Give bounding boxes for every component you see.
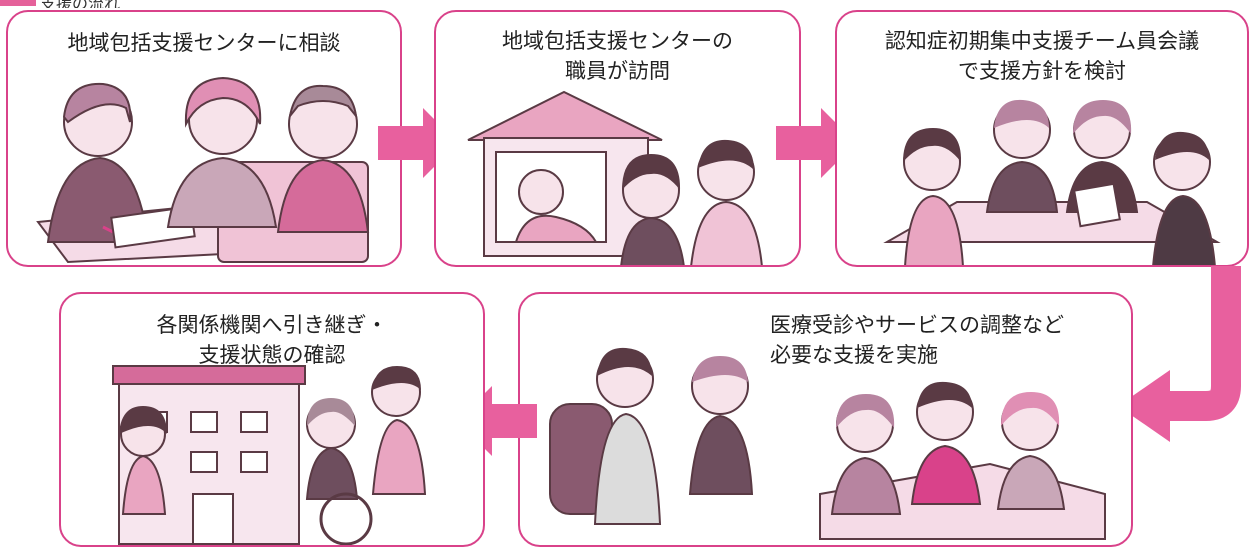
- step-5-label: 各関係機関へ引き継ぎ・ 支援状態の確認: [61, 310, 483, 370]
- step-5-handover-confirmation: 各関係機関へ引き継ぎ・ 支援状態の確認: [59, 292, 485, 547]
- step-3-label: 認知症初期集中支援チーム員会議 で支援方針を検討: [837, 26, 1247, 86]
- support-implementation-illustration: [549, 347, 1106, 540]
- step-4-support-implementation: 医療受診やサービスの調整など 必要な支援を実施: [518, 292, 1133, 547]
- step-1-label: 地域包括支援センターに相談: [8, 28, 400, 58]
- meeting-illustration: [883, 99, 1221, 265]
- section-title: 支援の流れ: [40, 0, 120, 8]
- step-4-line-1: 医療受診やサービスの調整など: [770, 313, 1064, 337]
- step-3-team-meeting: 認知症初期集中支援チーム員会議 で支援方針を検討: [835, 10, 1249, 267]
- step-5-line-1: 各関係機関へ引き継ぎ・: [156, 313, 388, 337]
- consultation-illustration: [36, 76, 370, 264]
- step-3-line-1: 認知症初期集中支援チーム員会議: [884, 29, 1200, 53]
- step-2-line-2: 職員が訪問: [565, 59, 670, 83]
- step-1-line-1: 地域包括支援センターに相談: [67, 31, 341, 55]
- step-2-home-visit: 地域包括支援センターの 職員が訪問: [434, 10, 801, 267]
- step-2-label: 地域包括支援センターの 職員が訪問: [436, 26, 799, 86]
- step-1-consultation: 地域包括支援センターに相談: [6, 10, 402, 267]
- step-2-line-1: 地域包括支援センターの: [502, 29, 733, 53]
- home-visit-illustration: [467, 90, 763, 265]
- section-title-strip: 支援の流れ: [0, 0, 1253, 8]
- title-marker: [0, 0, 36, 6]
- arrow-step3-to-step4: [1118, 266, 1241, 442]
- step-3-line-2: で支援方針を検討: [958, 59, 1126, 83]
- step-4-label: 医療受診やサービスの調整など 必要な支援を実施: [770, 310, 1131, 370]
- handover-illustration: [112, 365, 427, 545]
- step-4-line-2: 必要な支援を実施: [770, 343, 938, 367]
- step-5-line-2: 支援状態の確認: [198, 343, 346, 367]
